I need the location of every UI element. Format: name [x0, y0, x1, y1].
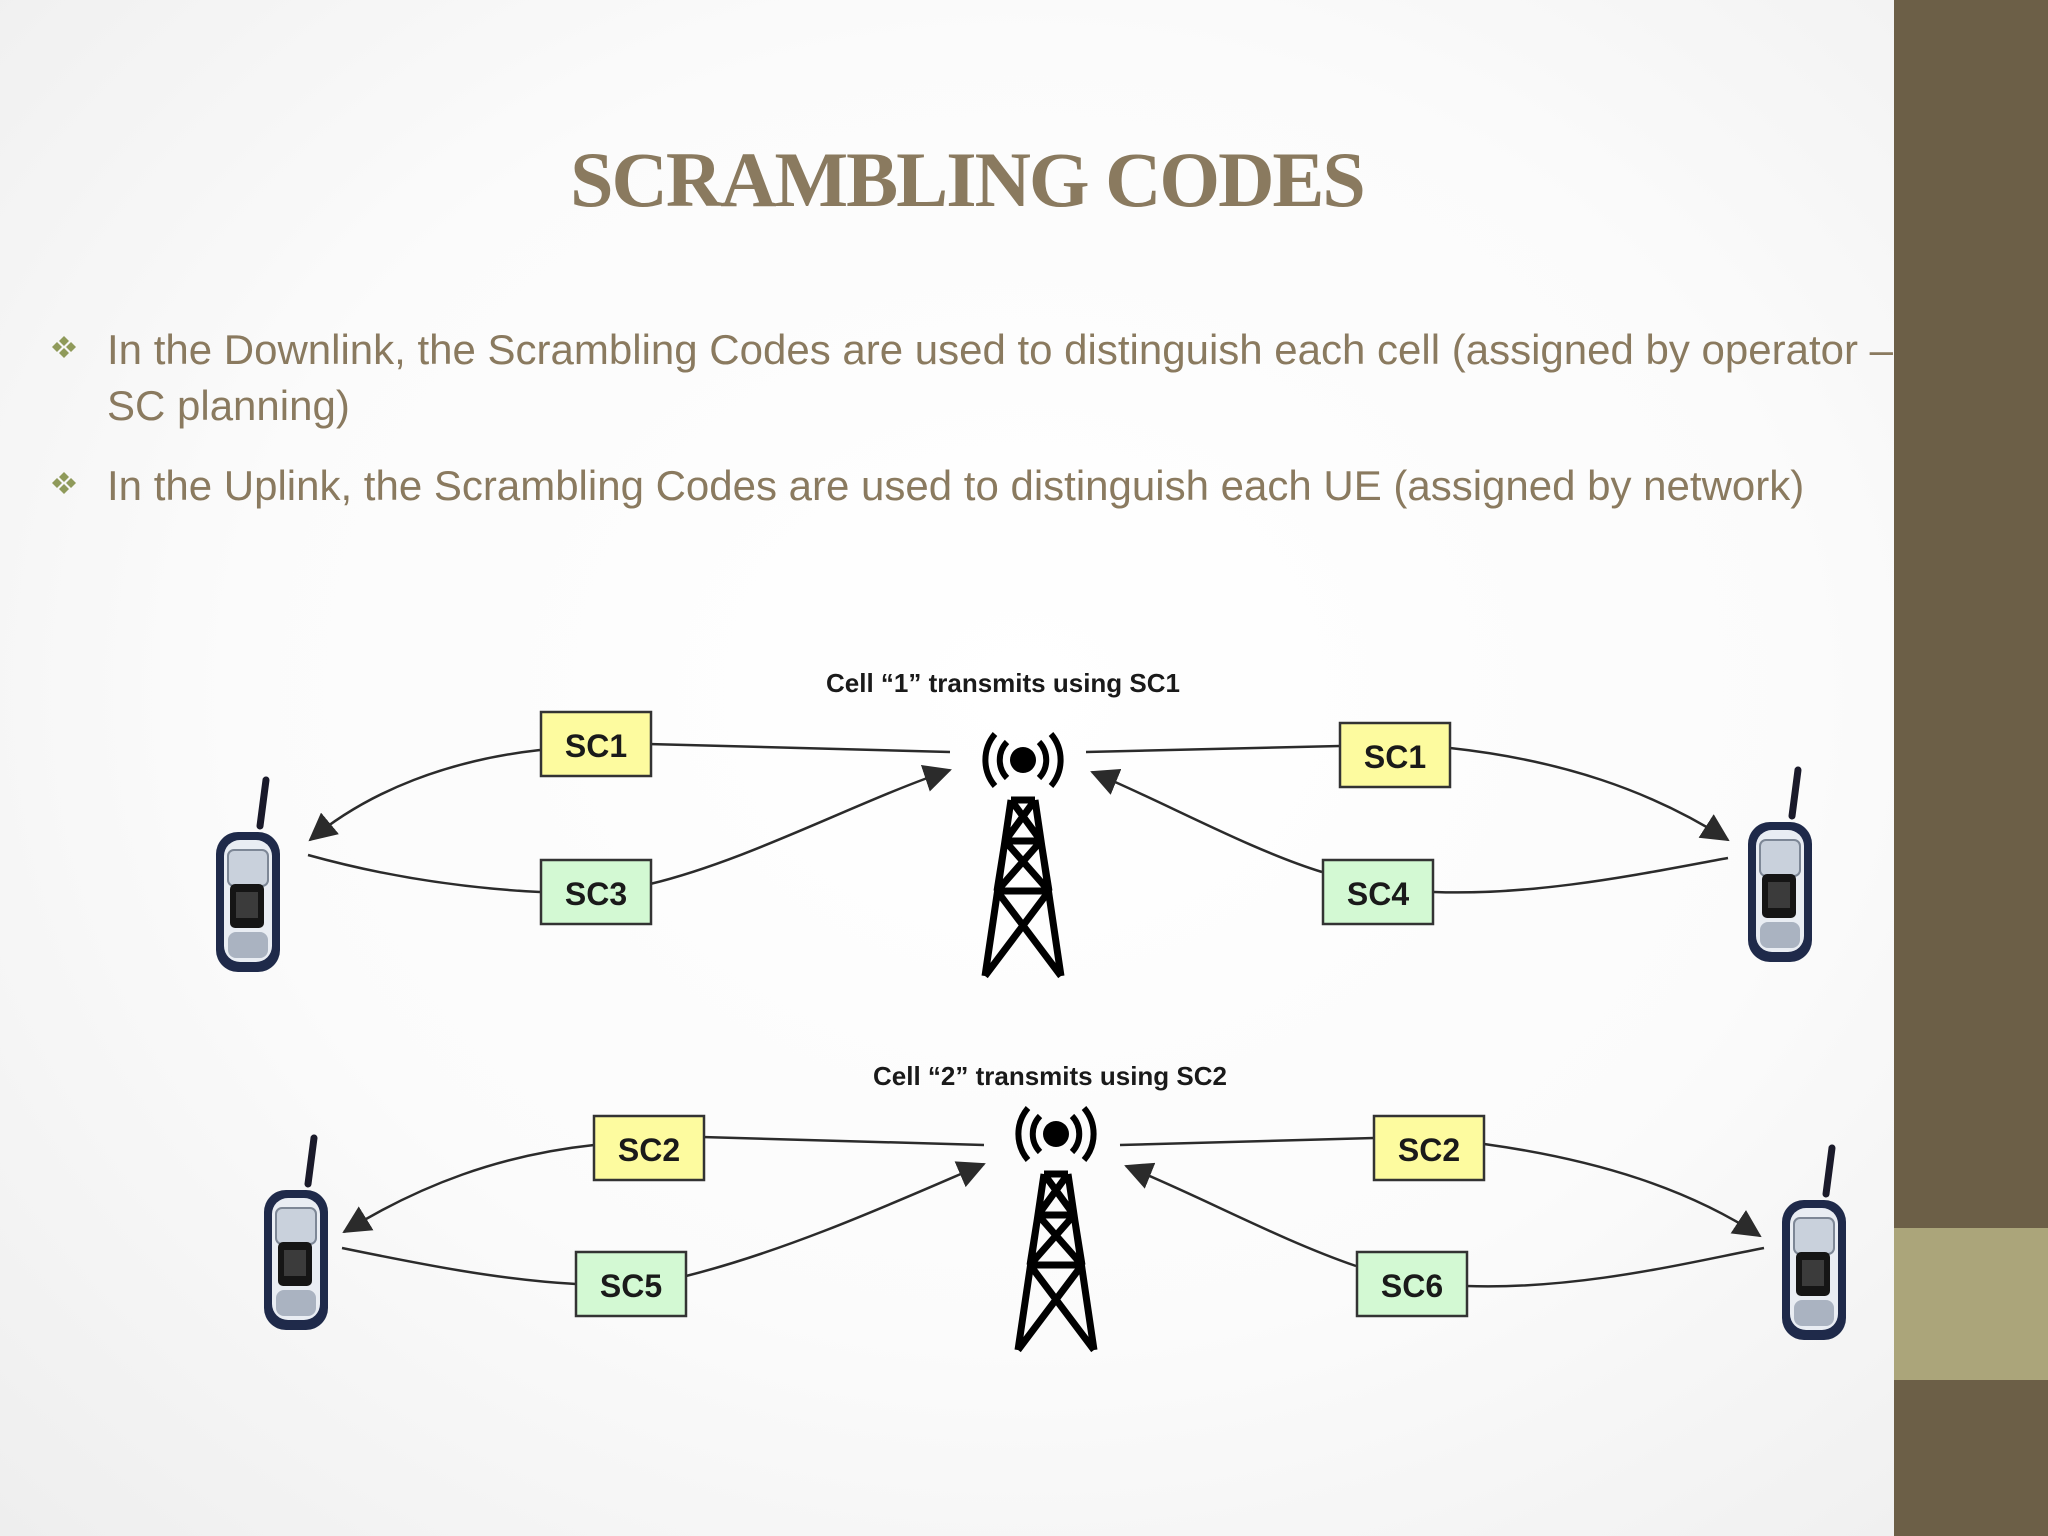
cell-1-right-downlink-code: SC1 — [1338, 721, 1452, 789]
slide-title: SCRAMBLING CODES — [570, 136, 1366, 223]
svg-text:SC6: SC6 — [1381, 1268, 1443, 1304]
cell-2-right-downlink-line — [1119, 1136, 1375, 1147]
cell-2-right-downlink-code: SC2 — [1372, 1114, 1486, 1182]
cell-1-left-uplink-line — [307, 853, 541, 894]
cell-2-tower-icon — [1018, 1108, 1094, 1350]
cell-1-left-uplink-code: SC3 — [539, 858, 653, 926]
cell-1-right-phone-icon — [1748, 770, 1812, 962]
cell-1-left-downlink-code: SC1 — [539, 710, 653, 778]
sidebar-accent — [1894, 1228, 2048, 1380]
cell-2-left-uplink-arrow — [685, 1161, 986, 1278]
cell-2-right-uplink-code: SC6 — [1355, 1250, 1469, 1318]
cell-1-left-downlink-arrow — [308, 748, 541, 842]
svg-text:SC4: SC4 — [1347, 876, 1409, 912]
cell-1-right-uplink-code: SC4 — [1321, 858, 1435, 926]
svg-text:SC2: SC2 — [1398, 1132, 1460, 1168]
diamond-bullet-icon — [52, 336, 76, 358]
svg-text:SC3: SC3 — [565, 876, 627, 912]
bullet-list: In the Downlink, the Scrambling Codes ar… — [44, 322, 1894, 538]
cell-2-left-uplink-line — [341, 1246, 577, 1286]
cell-2-right-downlink-arrow — [1483, 1142, 1762, 1238]
bullet-text-uplink: In the Uplink, the Scrambling Codes are … — [107, 462, 1805, 509]
cell-1-left-phone-icon — [216, 780, 280, 972]
cell-2-right-uplink-line — [1465, 1246, 1765, 1288]
cell-1-left-uplink-arrow — [649, 764, 952, 886]
cell-1-right-uplink-arrow — [1090, 768, 1323, 874]
cell-2-left-uplink-code: SC5 — [574, 1250, 688, 1318]
cell-1-label: Cell “1” transmits using SC1 — [826, 668, 1180, 698]
cell-2-left-phone-icon — [264, 1138, 328, 1330]
cell-2-left-downlink-code: SC2 — [592, 1114, 706, 1182]
diamond-bullet-icon — [52, 472, 76, 494]
svg-text:SC1: SC1 — [565, 728, 627, 764]
bullet-downlink: In the Downlink, the Scrambling Codes ar… — [44, 322, 1894, 434]
svg-text:SC1: SC1 — [1364, 739, 1426, 775]
cell-1-left-downlink-line — [647, 742, 951, 754]
svg-text:SC5: SC5 — [600, 1268, 662, 1304]
cell-1-tower-icon — [985, 734, 1061, 976]
bullet-text-downlink: In the Downlink, the Scrambling Codes ar… — [107, 326, 1894, 429]
cell-1-right-downlink-line — [1085, 744, 1341, 754]
cell-2-right-phone-icon — [1782, 1148, 1846, 1340]
svg-text:SC2: SC2 — [618, 1132, 680, 1168]
cell-2-right-uplink-arrow — [1124, 1162, 1357, 1268]
cell-1-right-downlink-arrow — [1449, 746, 1730, 842]
cell-1-right-uplink-line — [1433, 856, 1729, 894]
cell-2-left-downlink-line — [701, 1135, 985, 1147]
cell-2-label: Cell “2” transmits using SC2 — [873, 1061, 1227, 1091]
cell-2-left-downlink-arrow — [342, 1143, 595, 1234]
bullet-uplink: In the Uplink, the Scrambling Codes are … — [44, 458, 1894, 514]
